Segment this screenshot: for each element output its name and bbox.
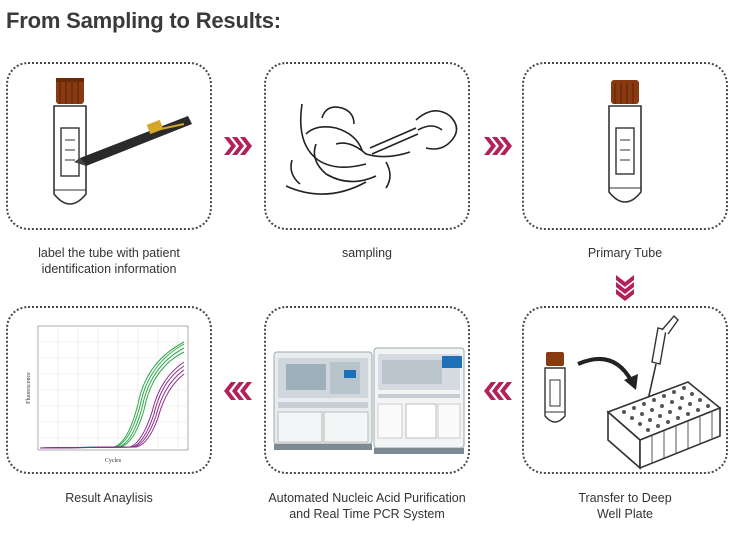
transfer-arrow-icon	[577, 356, 634, 383]
chevron-left-icon	[224, 382, 252, 400]
pcr-instrument-icon	[373, 347, 465, 454]
purification-instrument-icon	[273, 351, 373, 450]
deep-well-plate-icon	[606, 381, 722, 470]
step-caption-result-analysis: Result Anaylisis	[65, 491, 153, 505]
step-box-pcr-system	[264, 306, 470, 474]
chevron-left-icon	[484, 382, 512, 400]
pen-icon	[74, 116, 192, 166]
step-caption-primary-tube: Primary Tube	[587, 246, 663, 260]
step-caption-pcr-system: Automated Nucleic Acid Purification and …	[268, 491, 466, 521]
step-box-primary-tube	[522, 62, 728, 230]
step-caption-sampling: sampling	[341, 246, 393, 260]
chevron-right-icon	[224, 137, 252, 155]
step-box-result-analysis: Cycles Fluorescence	[6, 306, 212, 474]
chevron-right-icon	[484, 137, 512, 155]
chart-xlabel: Cycles	[105, 458, 122, 464]
chart-ylabel: Fluorescence	[26, 372, 32, 404]
primary-tube-icon	[608, 80, 642, 203]
step-caption-label-tube: label the tube with patient identificati…	[38, 246, 180, 276]
amplification-chart: Cycles Fluorescence	[26, 325, 189, 464]
step-box-deep-well-plate	[522, 306, 728, 474]
pipette-icon	[647, 314, 679, 401]
chevron-down-icon	[616, 275, 634, 301]
step-box-sampling	[264, 62, 470, 230]
sample-tube-icon	[53, 78, 87, 205]
sampling-illustration	[285, 103, 458, 195]
step-caption-deep-well-plate: Transfer to Deep Well Plate	[578, 491, 672, 521]
page-title: From Sampling to Results:	[6, 8, 281, 33]
step-box-label-tube	[6, 62, 212, 230]
small-tube-icon	[544, 352, 566, 423]
